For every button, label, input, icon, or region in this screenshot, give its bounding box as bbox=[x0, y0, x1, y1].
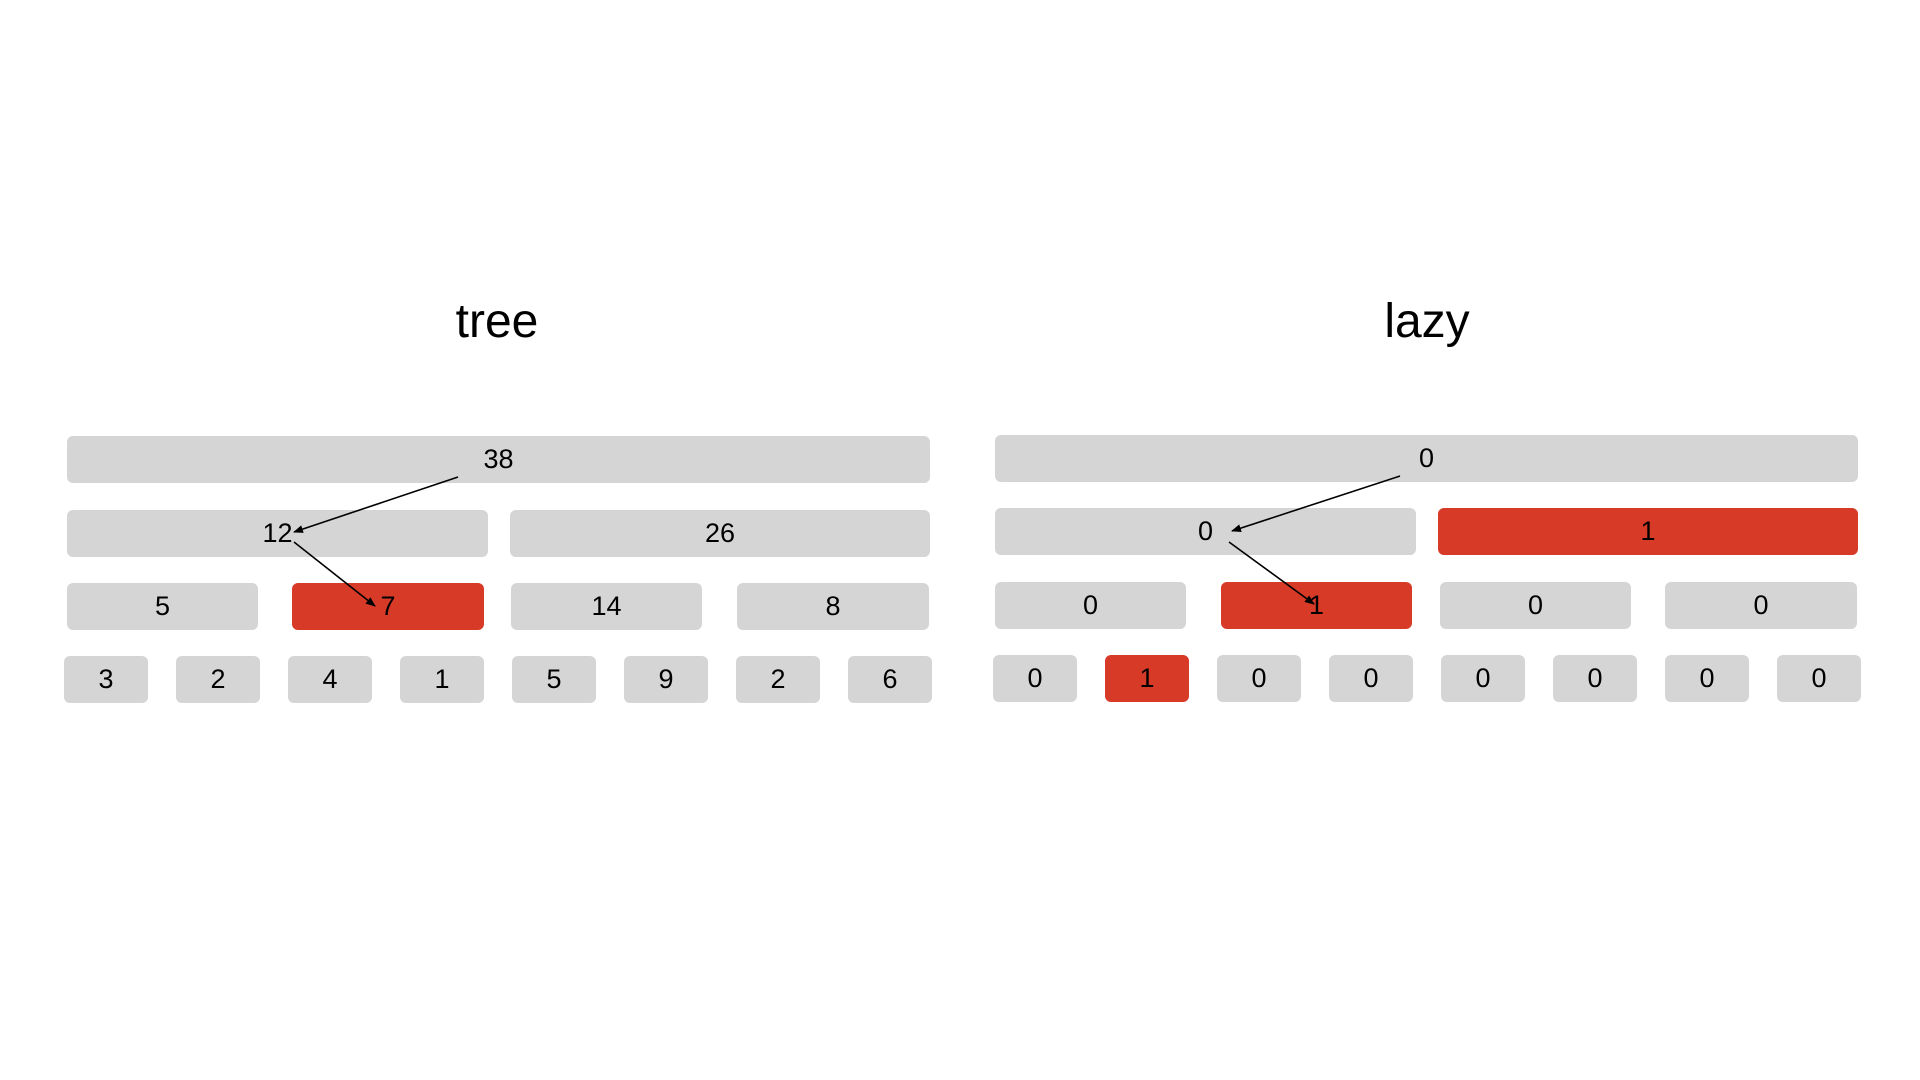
tree-title: tree bbox=[455, 295, 539, 348]
tree-leaf-6: 2 bbox=[736, 656, 820, 703]
lazy-leaf-5: 0 bbox=[1553, 655, 1637, 702]
tree-leaf-5: 9 bbox=[624, 656, 708, 703]
lazy-title: lazy bbox=[1384, 295, 1470, 348]
lazy-node-2-3: 0 bbox=[1665, 582, 1857, 629]
tree-node-2-0: 5 bbox=[67, 583, 258, 630]
tree-leaf-7: 6 bbox=[848, 656, 932, 703]
lazy-node-1-0: 0 bbox=[995, 508, 1416, 555]
lazy-leaf-0: 0 bbox=[993, 655, 1077, 702]
lazy-leaf-7: 0 bbox=[1777, 655, 1861, 702]
tree-node-1-0: 12 bbox=[67, 510, 488, 557]
tree-node-2-1: 7 bbox=[292, 583, 484, 630]
tree-node-1-1: 26 bbox=[510, 510, 930, 557]
tree-leaf-1: 2 bbox=[176, 656, 260, 703]
lazy-leaf-4: 0 bbox=[1441, 655, 1525, 702]
tree-node-2-3: 8 bbox=[737, 583, 929, 630]
lazy-node-2-1: 1 bbox=[1221, 582, 1412, 629]
tree-node-2-2: 14 bbox=[511, 583, 702, 630]
tree-leaf-2: 4 bbox=[288, 656, 372, 703]
lazy-node-2-2: 0 bbox=[1440, 582, 1631, 629]
lazy-node-2-0: 0 bbox=[995, 582, 1186, 629]
lazy-leaf-2: 0 bbox=[1217, 655, 1301, 702]
tree-leaf-0: 3 bbox=[64, 656, 148, 703]
lazy-leaf-1: 1 bbox=[1105, 655, 1189, 702]
lazy-leaf-6: 0 bbox=[1665, 655, 1749, 702]
tree-leaf-3: 1 bbox=[400, 656, 484, 703]
lazy-node-0-0: 0 bbox=[995, 435, 1858, 482]
lazy-node-1-1: 1 bbox=[1438, 508, 1858, 555]
tree-leaf-4: 5 bbox=[512, 656, 596, 703]
tree-node-0-0: 38 bbox=[67, 436, 930, 483]
lazy-leaf-3: 0 bbox=[1329, 655, 1413, 702]
